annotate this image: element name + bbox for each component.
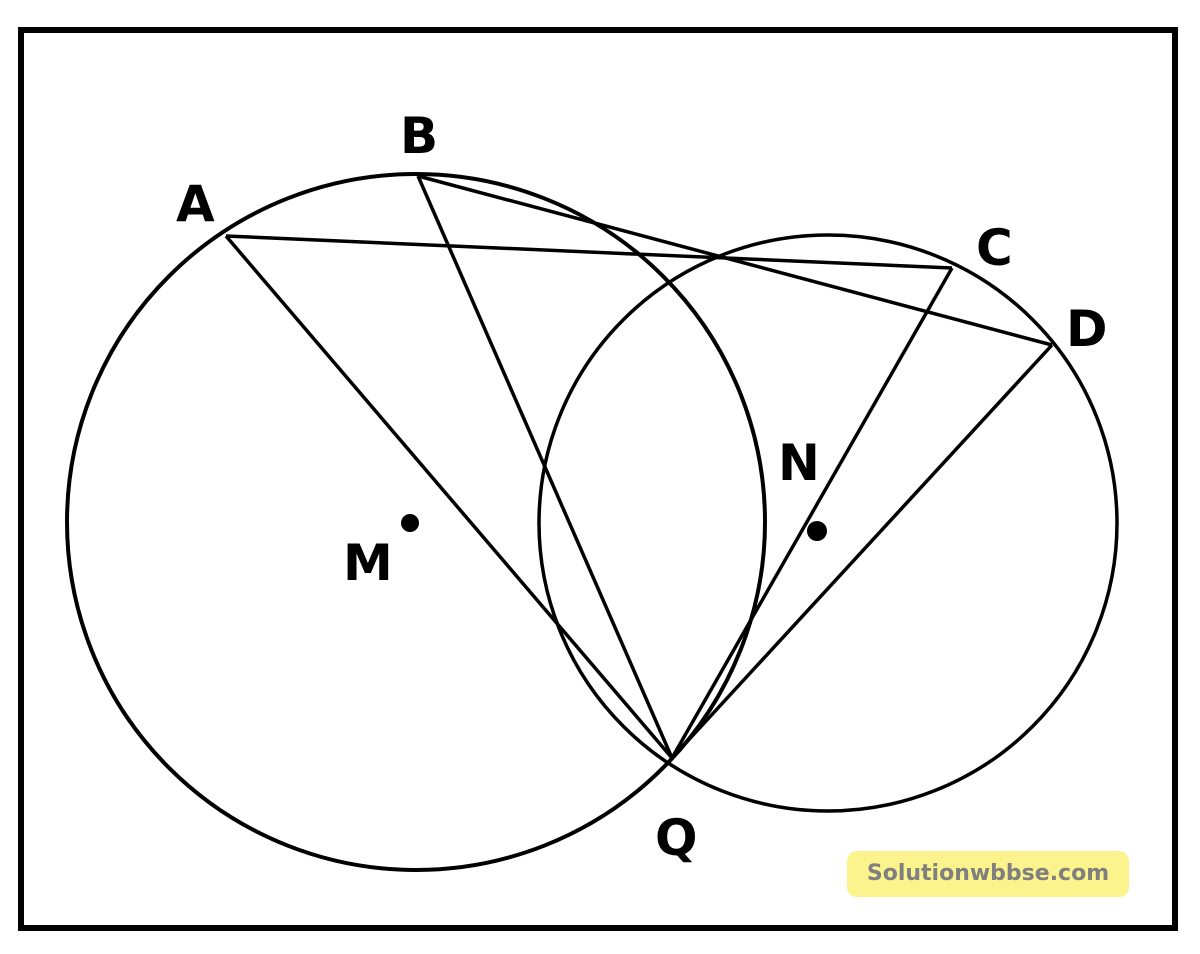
- segment-bq: [416, 175, 674, 759]
- segment-dq: [670, 343, 1054, 760]
- watermark-badge: Solutionwbbse.com: [847, 851, 1129, 897]
- label-b: B: [400, 107, 438, 165]
- label-d: D: [1066, 300, 1108, 358]
- circle-n: [537, 233, 1119, 813]
- label-a: A: [176, 175, 215, 233]
- segment-bd: [417, 174, 1053, 347]
- frame-border: [18, 27, 1178, 931]
- segment-aq: [224, 234, 674, 760]
- segment-cq: [670, 267, 954, 759]
- label-q: Q: [655, 809, 698, 867]
- circle-m: [65, 172, 767, 872]
- label-n: N: [778, 434, 820, 492]
- label-m: M: [343, 534, 393, 592]
- center-n-dot: [807, 521, 827, 541]
- center-m-dot: [401, 514, 419, 532]
- label-c: C: [976, 219, 1013, 277]
- segment-ac: [225, 234, 953, 270]
